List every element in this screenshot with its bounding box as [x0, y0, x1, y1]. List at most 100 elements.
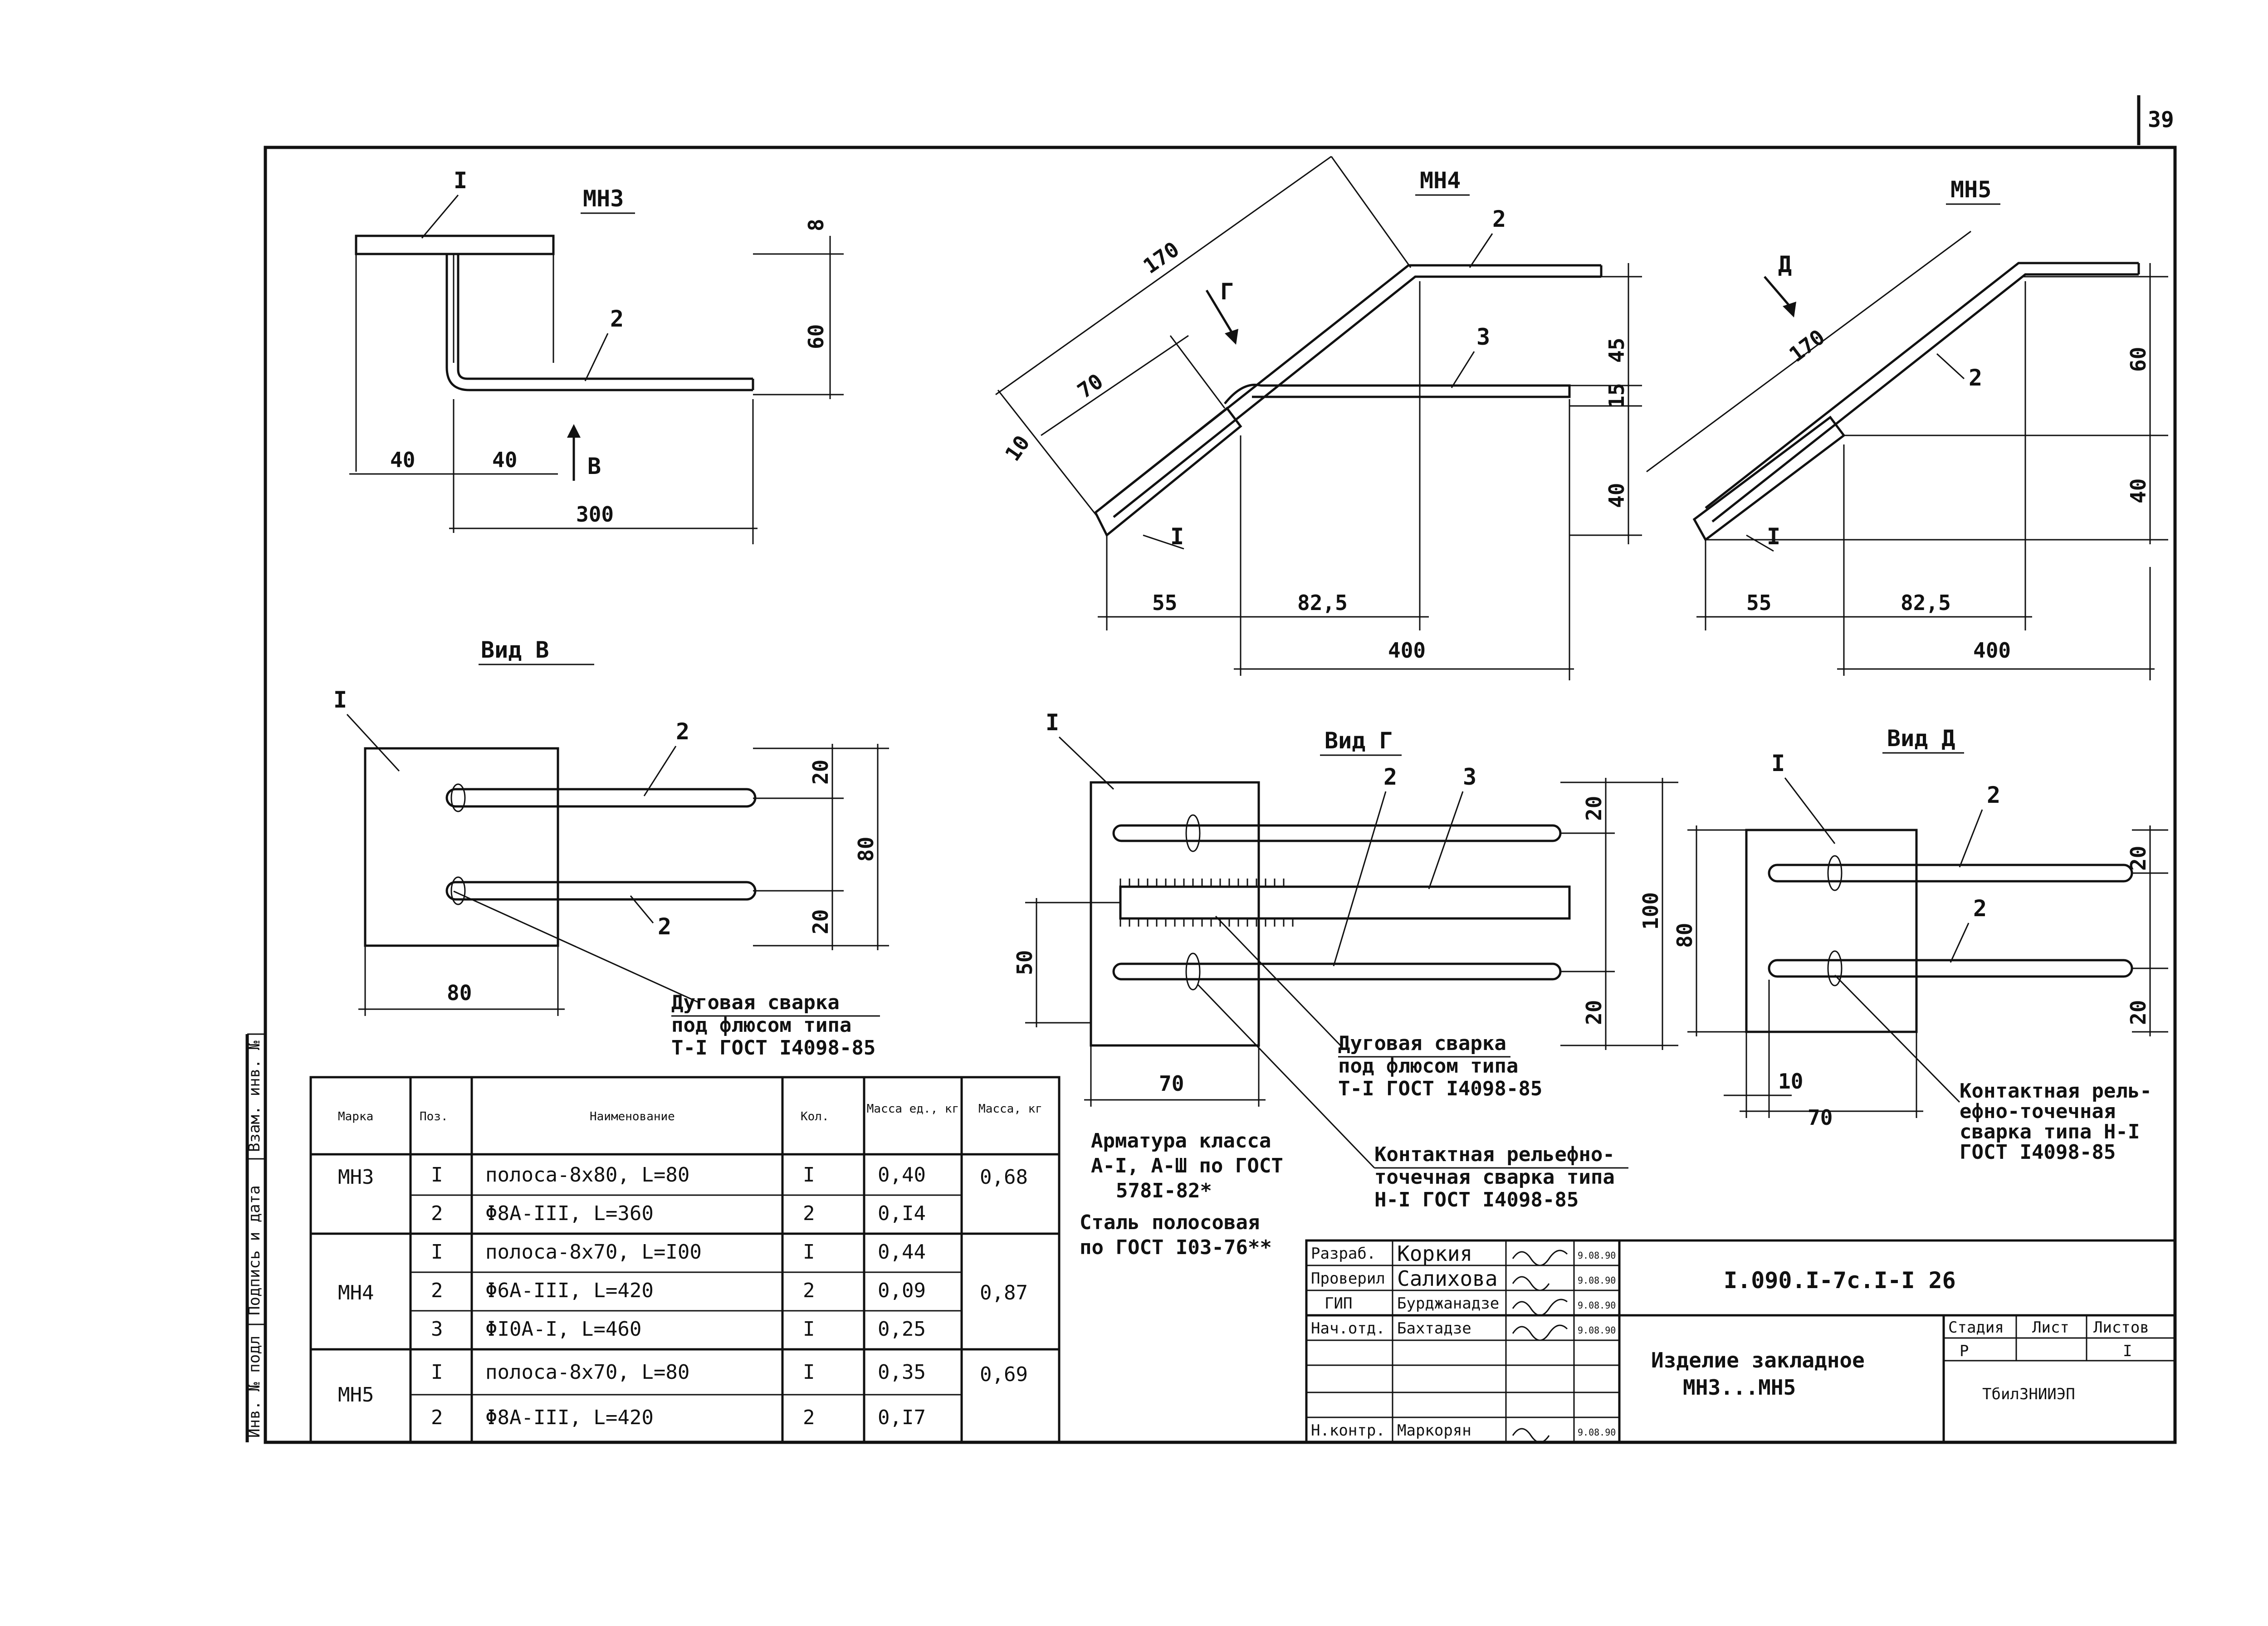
spec-row-name: полоса-8х80, L=80	[485, 1163, 689, 1187]
tb-name-head: Бахтадзе	[1397, 1319, 1471, 1338]
tb-title-1: Изделие закладное	[1651, 1348, 1865, 1372]
mn4-dim-82-5: 82,5	[1297, 591, 1348, 615]
mn3-dim-40b: 40	[492, 448, 517, 472]
mn4-dim-70: 70	[1073, 369, 1107, 403]
vidb-pos-2b: 2	[658, 913, 671, 940]
mn5-dim-55: 55	[1746, 591, 1771, 615]
vidg-note-relief-3: Н-I ГОСТ I4098-85	[1374, 1188, 1579, 1211]
tb-date-checker: 9.08.90	[1578, 1275, 1616, 1286]
side-label-inventory: Инв. № подл	[245, 1336, 264, 1438]
vidd-plate	[1745, 829, 1918, 1033]
spec-row-name: Φ6А-III, L=420	[485, 1279, 654, 1302]
mn3-dim-300: 300	[576, 502, 614, 527]
tb-designation: I.090.I-7c.I-I 26	[1724, 1267, 1956, 1294]
vidb-bar-top	[445, 788, 757, 808]
vidb-dim-20a: 20	[808, 760, 833, 785]
spec-row-name: ΦI0А-I, L=460	[485, 1318, 641, 1341]
spec-row-mass: 0,I4	[878, 1202, 926, 1225]
vidb-plate	[364, 747, 559, 947]
vidb-note-1: Дуговая сварка	[671, 991, 840, 1014]
side-label-replace: Взам. инв. №	[245, 1040, 264, 1152]
spec-total-mn3: 0,68	[980, 1166, 1028, 1189]
vidd-bar-bottom	[1768, 959, 2133, 978]
vidd-pos-2b: 2	[1973, 895, 1987, 922]
spec-mark-mn3: МН3	[338, 1166, 374, 1189]
spec-row-pos: 2	[431, 1406, 443, 1429]
mn5-dim-170: 170	[1784, 325, 1829, 367]
view-title-mn3: МН3	[583, 186, 624, 212]
spec-row-pos: I	[431, 1163, 443, 1187]
vidg-pos-3: 3	[1463, 764, 1476, 790]
mn4-pos-3: 3	[1476, 324, 1490, 350]
vidd-bar-top	[1768, 864, 2133, 883]
mn4-marker-g: Г	[1220, 278, 1234, 305]
spec-total-mn5: 0,69	[980, 1363, 1028, 1386]
spec-row-mass: 0,09	[878, 1279, 926, 1302]
mn3-dim-8: 8	[804, 219, 828, 231]
mn5-dim-40: 40	[2126, 479, 2151, 503]
view-title-mn4: МН4	[1420, 167, 1461, 194]
mn3-marker-b: В	[587, 453, 601, 479]
vidd-note-4: ГОСТ I4098-85	[1960, 1141, 2116, 1164]
vidb-dim-80v: 80	[854, 837, 878, 862]
tb-date-developer: 9.08.90	[1578, 1250, 1616, 1261]
view-title-mn5: МН5	[1950, 176, 1991, 203]
spec-header-unit-mass: Масса ед., кг	[866, 1102, 959, 1116]
rebar-note: Арматура класса А-I, А-Ш по ГОСТ 578I-82…	[1080, 1129, 1283, 1259]
spec-header-name: Наименование	[590, 1110, 675, 1123]
vidd-dim-10: 10	[1778, 1069, 1803, 1094]
spec-row-name: полоса-8х70, L=I00	[485, 1240, 702, 1264]
spec-row-qty: I	[803, 1163, 815, 1187]
vidg-note-relief-2: точечная сварка типа	[1374, 1166, 1615, 1189]
spec-row-mass: 0,40	[878, 1163, 926, 1187]
spec-row-qty: I	[803, 1240, 815, 1264]
mn4-pos-1: I	[1170, 523, 1184, 550]
vidd-dim-20b: 20	[2126, 1000, 2151, 1025]
vidd-pos-1: I	[1771, 750, 1785, 776]
mn5-dim-400: 400	[1973, 638, 2011, 663]
spec-total-mn4: 0,87	[980, 1281, 1028, 1304]
vidd-dim-70: 70	[1808, 1105, 1833, 1130]
tb-stage-header: Стадия	[1948, 1318, 2004, 1337]
vidg-pos-2: 2	[1383, 764, 1397, 790]
tb-name-chief: Бурджанадзе	[1397, 1294, 1499, 1313]
vidd-dim-20a: 20	[2126, 846, 2151, 871]
spec-row-pos: 2	[431, 1202, 443, 1225]
spec-row-name: Φ8А-III, L=360	[485, 1202, 654, 1225]
vidg-dim-100: 100	[1638, 892, 1663, 930]
mn4-dim-55: 55	[1152, 591, 1177, 615]
spec-header-pos: Поз.	[420, 1110, 448, 1123]
vidg-note-arc-1: Дуговая сварка	[1338, 1032, 1506, 1055]
spec-mark-mn4: МН4	[338, 1281, 374, 1304]
vidd-note-1: Контактная рель-	[1960, 1079, 2152, 1103]
spec-row-pos: I	[431, 1361, 443, 1384]
view-vid-g: Вид Г 50 20 20 100 70 I 2 3 Дугова	[1012, 709, 1678, 1211]
mn4-plate	[1094, 406, 1242, 537]
view-title-vid-d: Вид Д	[1887, 725, 1955, 752]
tb-name-checker: Салихова	[1397, 1266, 1498, 1291]
mn4-view-arrow-g	[1205, 289, 1235, 337]
view-mn3: МН3 I 2 8 60 40 40 300 В	[349, 167, 844, 544]
tb-role-developer: Разраб.	[1311, 1245, 1376, 1263]
page-number: 39	[2148, 107, 2174, 132]
title-block: Разраб. Коркия 9.08.90 Проверил Салихова…	[1305, 1239, 2176, 1444]
mn4-dim-40: 40	[1604, 483, 1629, 508]
spec-row-qty: I	[803, 1318, 815, 1341]
vidb-note-2: под флюсом типа	[671, 1014, 851, 1037]
spec-header-mass: Масса, кг	[978, 1102, 1042, 1116]
rebar-note-3: 578I-82*	[1116, 1179, 1212, 1202]
tb-role-checker: Проверил	[1311, 1270, 1385, 1288]
spec-row-qty: 2	[803, 1202, 815, 1225]
mn4-pos-2: 2	[1492, 206, 1506, 232]
rebar-note-4: Сталь полосовая	[1080, 1211, 1260, 1234]
vidb-pos-1: I	[333, 687, 347, 713]
tb-role-head: Нач.отд.	[1311, 1319, 1385, 1338]
rebar-note-1: Арматура класса	[1091, 1129, 1271, 1152]
view-vid-d: Вид Д 80 20 20 10 70 I 2 2 Контактная ре…	[1672, 725, 2168, 1164]
side-label-signature: Подпись и дата	[245, 1185, 264, 1315]
view-mn5: МН5 170 60 40 55 82,5 400 2 I Д	[1646, 176, 2168, 680]
spec-header-mark: Марка	[338, 1110, 373, 1123]
vidg-plate	[1090, 781, 1260, 1047]
mn4-dim-10: 10	[1000, 431, 1035, 465]
